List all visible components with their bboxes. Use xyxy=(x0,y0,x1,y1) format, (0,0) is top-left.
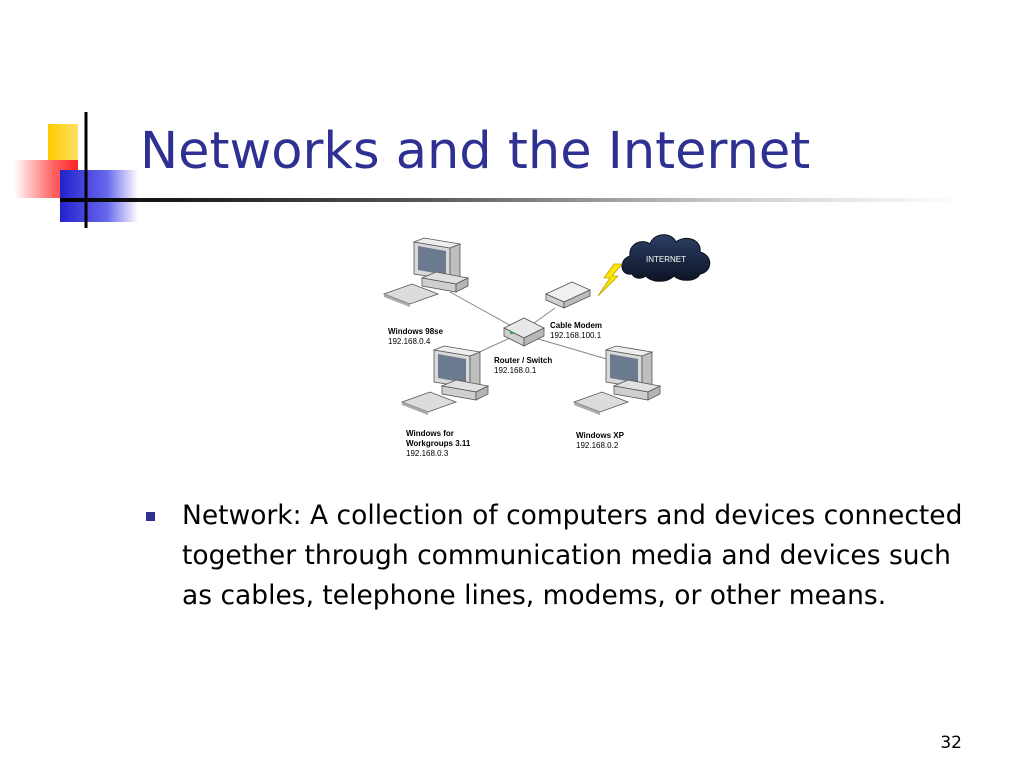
link-98se-router xyxy=(449,291,516,329)
node-ip-xp: 192.168.0.2 xyxy=(576,441,619,450)
computer-icon xyxy=(572,345,662,415)
node-ip-router: 192.168.0.1 xyxy=(494,366,537,375)
node-ip-98se: 192.168.0.4 xyxy=(388,337,431,346)
title-underline xyxy=(60,198,960,202)
page-title: Networks and the Internet xyxy=(140,122,811,181)
node-label-98se: Windows 98se xyxy=(388,327,444,336)
router-icon xyxy=(503,317,545,347)
node-label-xp: Windows XP xyxy=(576,431,625,440)
computer-icon xyxy=(382,237,470,307)
page-number: 32 xyxy=(940,733,962,753)
link-xp-router xyxy=(534,337,611,361)
network-diagram: Windows 98se 192.168.0.4 INTERNET Cable … xyxy=(382,234,711,458)
computer-icon xyxy=(400,345,490,415)
node-label-wfw-line2: Workgroups 3.11 xyxy=(406,439,471,448)
bullet-item: Network: A collection of computers and d… xyxy=(182,500,963,611)
cloud-icon: INTERNET xyxy=(621,234,711,282)
bullet-square-icon xyxy=(146,512,155,521)
modem-icon xyxy=(545,281,591,309)
lightning-icon xyxy=(597,263,623,297)
node-label-wfw-line1: Windows for xyxy=(406,429,454,438)
node-label-modem: Cable Modem xyxy=(550,321,602,330)
node-ip-wfw: 192.168.0.3 xyxy=(406,449,449,458)
cloud-label: INTERNET xyxy=(646,255,686,264)
node-ip-modem: 192.168.100.1 xyxy=(550,331,602,340)
bullet-list: Network: A collection of computers and d… xyxy=(146,496,966,616)
node-label-router: Router / Switch xyxy=(494,356,552,365)
